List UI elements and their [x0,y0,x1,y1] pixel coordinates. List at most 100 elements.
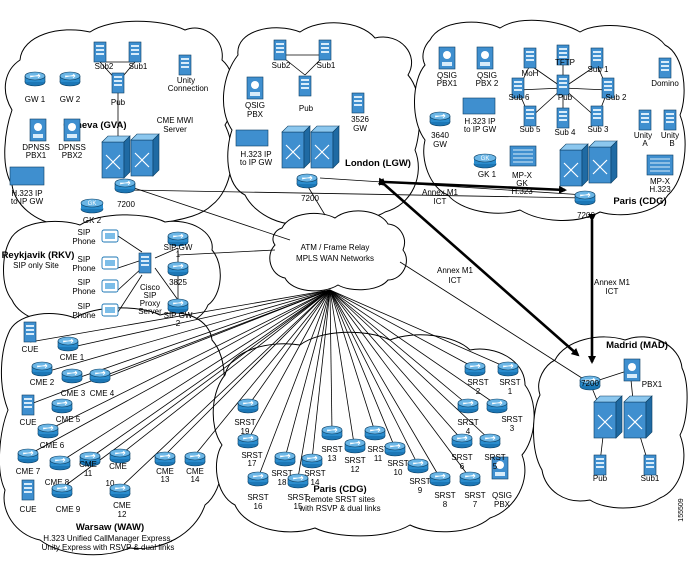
cue-label: CUE [20,505,37,514]
paris-srst-subtitle-1: Remote SRST sites [305,495,375,504]
srst18-num: 18 [278,478,287,487]
ict-label-1b: ICT [434,197,447,206]
cme5-label: CME 5 [56,415,81,424]
h323-label: H.323 IP [240,150,271,159]
annex-m1-ict-links [377,177,596,364]
server-icon [298,75,312,97]
unity-a-label: Unity [634,131,652,140]
unity-b-sub-label: B [669,139,674,148]
dpnss-label: DPNSS [58,143,86,152]
gatekeeper-icon [473,153,497,169]
srst-label: SRST [271,469,292,478]
h323-label: H.323 [649,185,671,194]
router-icon [49,455,71,471]
domino-label: Domino [651,79,679,88]
switch-icon [593,395,623,439]
router-icon [237,433,259,449]
reykjavik-subtitle: SIP only Site [13,261,59,270]
server-icon [178,54,192,76]
srst10-num: 10 [394,468,403,477]
router-icon [109,483,131,499]
warsaw-subtitle-2: Unity Express with RSVP & dual links [42,543,175,552]
pbx-label: PBX [494,500,511,509]
gk1-label: GK 1 [478,170,497,179]
gw-label: GW [353,124,367,133]
cue-label: CUE [20,418,37,427]
reykjavik-cloud [3,214,221,332]
srst4-num: 4 [466,427,471,436]
sub2-label: Sub2 [272,61,291,70]
switch-icon [281,125,311,169]
reykjavik-site-name: Reykjavik (RKV) [2,250,75,261]
phone-label: Phone [72,311,96,320]
srst-label: SRST [367,445,388,454]
sip-phone-icon [101,229,119,243]
cisco-label: Cisco [140,283,161,292]
qsig-label: QSIG [477,71,497,80]
server-icon [523,47,537,69]
srst16-num: 16 [254,502,263,511]
paris-main-cloud [414,19,686,221]
pbx-icon [476,46,494,70]
switch-icon [310,125,340,169]
switch-icon [101,135,131,179]
srst-label: SRST [241,451,262,460]
sub3-label: Sub 3 [588,125,609,134]
cme12-num-label: 12 [118,510,127,519]
gatekeeper-icon [80,198,104,214]
qsig-label: QSIG [437,71,457,80]
router-icon [407,458,429,474]
pbx-icon [623,358,641,382]
srst6-num: 6 [460,462,465,471]
router-icon [37,423,59,439]
sip-gw-num-label: 1 [176,250,181,259]
router-icon [51,398,73,414]
ict-label-3b: ICT [606,287,619,296]
srst-label: SRST [234,418,255,427]
pbx-label: PBX [247,110,264,119]
srst-label: SRST [321,445,342,454]
sub1-label: Sub 1 [588,65,609,74]
server-icon [658,57,672,79]
to-ip-gw-label: to IP GW [240,158,273,167]
srst12-num: 12 [351,465,360,474]
gk-label: GK [516,179,528,188]
pbx-icon [29,118,47,142]
mcu-icon [509,145,537,167]
ict-label-2b: ICT [449,276,462,285]
sip-label: SIP [78,228,91,237]
paris-main-site: QSIG PBX1 QSIG PBX 2 MoH TFTP Sub 1 Sub … [429,44,679,220]
unity-a-sub-label: A [642,139,648,148]
router-7200-label: 7200 [581,379,599,388]
router-icon [17,448,39,464]
paris-main-site-name: Paris (CDG) [613,196,666,207]
cue-icon [21,394,35,416]
sub4-label: Sub 4 [555,128,576,137]
geneva-site: GW 1 GW 2 Sub2 Sub1 Pub Unity Connection… [9,41,208,225]
router-icon [184,451,206,467]
router-7200-label: 7200 [117,200,135,209]
sip-gw-num-label: 2 [176,319,181,328]
router-icon [59,71,81,87]
server-icon [556,74,570,96]
router-icon [237,398,259,414]
server-icon [111,72,125,94]
sip-gw-label: SIP GW [164,311,193,320]
connection-label: Connection [168,84,208,93]
srst1-num: 1 [508,387,513,396]
router-icon [479,433,501,449]
gw-3640-label: 3640 [431,131,449,140]
srst7-num: 7 [473,500,478,509]
srst-label: SRST [287,493,308,502]
sip-label: SIP [78,255,91,264]
ict-label-3a: Annex M1 [594,278,631,287]
server-icon [523,105,537,127]
server-icon [638,109,652,131]
gk2-label: GK 2 [83,216,102,225]
router-3825-label: 3825 [169,278,187,287]
router-icon [109,448,131,464]
cue-icon [23,321,37,343]
sip-label: SIP [78,278,91,287]
router-7200-label: 7200 [577,211,595,220]
cme4-label: CME 4 [90,389,115,398]
